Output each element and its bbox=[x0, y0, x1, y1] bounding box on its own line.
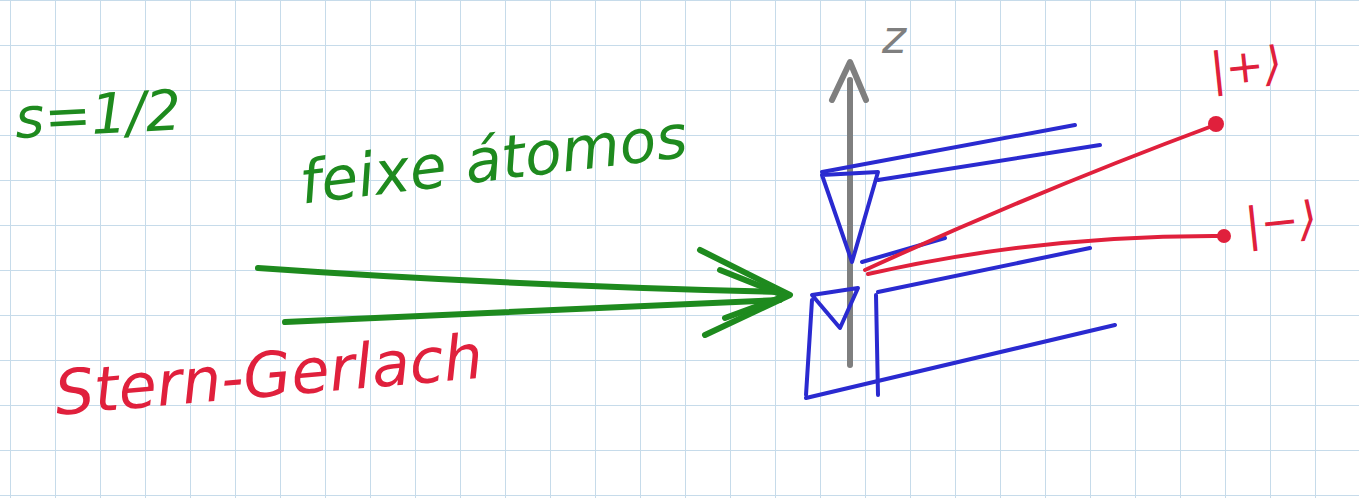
ket-label: |−⟩ bbox=[1242, 193, 1319, 251]
beam-label: feixe átomos bbox=[296, 103, 691, 216]
spin-note: s=1/2 bbox=[13, 79, 182, 149]
z-axis-head bbox=[832, 62, 866, 100]
beam-arrow bbox=[258, 250, 790, 335]
axis-label: z bbox=[882, 12, 906, 63]
split-beams bbox=[865, 125, 1222, 274]
apparatus-title: Stern-Gerlach bbox=[52, 323, 486, 428]
lower-magnet bbox=[806, 248, 1115, 398]
ket-label: |+⟩ bbox=[1207, 38, 1284, 96]
detector-dot bbox=[1217, 229, 1231, 243]
detector-dot bbox=[1208, 116, 1224, 132]
z-axis bbox=[847, 80, 853, 365]
